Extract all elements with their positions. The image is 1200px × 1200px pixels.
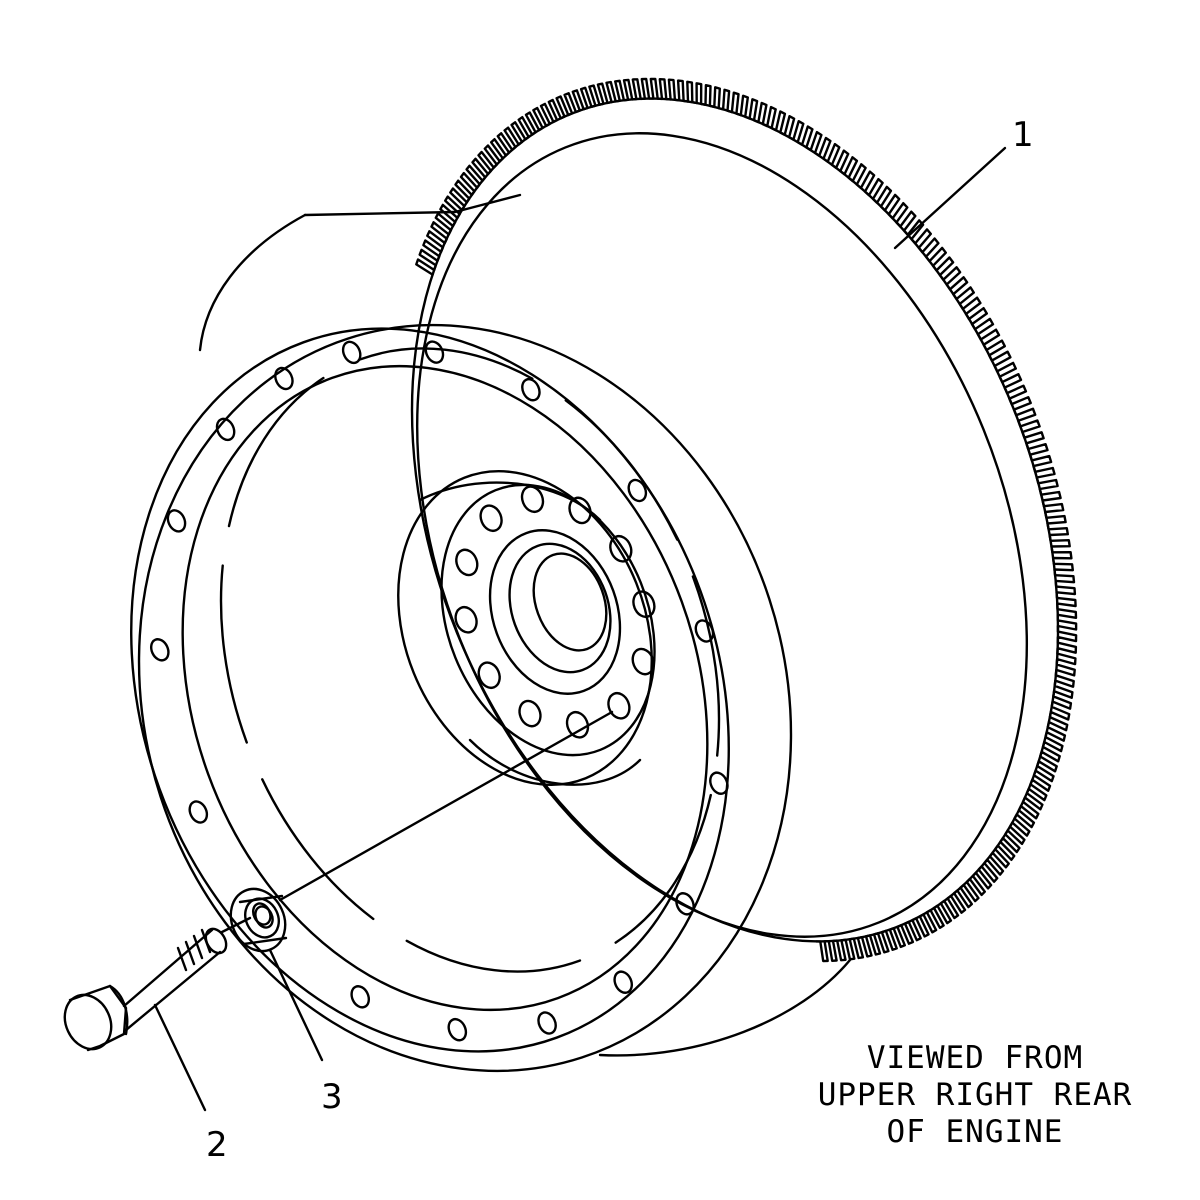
flange-bolt-hole — [341, 340, 362, 365]
flange-bolt-hole — [627, 478, 648, 503]
caption-line-3: OF ENGINE — [886, 1114, 1064, 1150]
flange-bolt-hole — [447, 1017, 468, 1042]
ring-gear-tooth-profile — [415, 77, 1078, 963]
flywheel-back-rim — [416, 132, 1028, 938]
leader-line-3 — [268, 948, 324, 1062]
flange-bolt-hole — [274, 366, 294, 391]
hub-bolt-hole — [479, 504, 503, 533]
mounting-flange-outer-edge — [130, 327, 730, 1053]
hub-bolt-hole — [520, 485, 545, 514]
hub-side-lower — [468, 738, 642, 786]
hub-bolt-hole — [632, 590, 656, 619]
pilot-bore-mid — [508, 542, 612, 674]
hub-face — [440, 483, 656, 757]
hub-bolt-hole — [609, 534, 633, 563]
assembly-center-line — [278, 710, 614, 902]
flange-bolt-hole — [166, 509, 187, 533]
flywheel-side-top — [303, 193, 522, 217]
hub-bolt-hole — [454, 605, 478, 634]
hub-outer-edge — [397, 470, 653, 786]
hub-bolt-hole — [565, 710, 590, 739]
flange-bolt-hole — [188, 800, 209, 824]
ring-gear-teeth — [415, 77, 1078, 963]
caption-line-1: VIEWED FROM — [866, 1040, 1084, 1076]
flange-bolt-hole — [149, 638, 170, 662]
callout-3: 3 — [321, 1077, 343, 1117]
pilot-bore-outer — [488, 529, 622, 695]
callout-1: 1 — [1012, 115, 1034, 155]
hub-bolt-hole — [455, 548, 479, 577]
pilot-bore-inner — [532, 552, 608, 652]
flange-bolt-hole — [613, 970, 634, 994]
callout-2: 2 — [206, 1125, 228, 1165]
leader-line-2 — [153, 1003, 207, 1112]
flywheel-front-outer-edge — [137, 323, 793, 1073]
flange-bolt-hole — [215, 417, 236, 442]
hub-bolt-hole — [631, 647, 655, 676]
hub-bolt-hole — [477, 661, 501, 690]
flange-bolt-hole — [694, 619, 715, 643]
mounting-flange-inner-edge — [181, 364, 709, 1012]
hub-side — [418, 481, 602, 522]
flange-bolt-holes — [149, 340, 729, 1042]
hub-bolt-holes — [454, 485, 656, 739]
bolt — [63, 927, 228, 1052]
flange-bolt-hole — [709, 771, 729, 795]
flange-bolt-hole — [424, 340, 445, 364]
leader-line-1 — [893, 146, 1007, 250]
flange-bolt-hole — [537, 1011, 557, 1035]
hub-bolt-hole — [518, 699, 542, 728]
caption-line-2: UPPER RIGHT REAR — [817, 1077, 1133, 1113]
flange-bolt-hole — [675, 892, 695, 916]
flywheel-side-bottom — [598, 958, 852, 1057]
flange-bolt-hole — [521, 377, 541, 402]
hub-bolt-hole — [568, 496, 592, 525]
flywheel-side-left — [198, 213, 307, 352]
flange-bolt-hole — [350, 985, 371, 1009]
washer — [229, 887, 288, 953]
view-orientation-caption: VIEWED FROM UPPER RIGHT REAR OF ENGINE — [790, 1040, 1160, 1151]
hub-bolt-hole — [607, 691, 631, 720]
